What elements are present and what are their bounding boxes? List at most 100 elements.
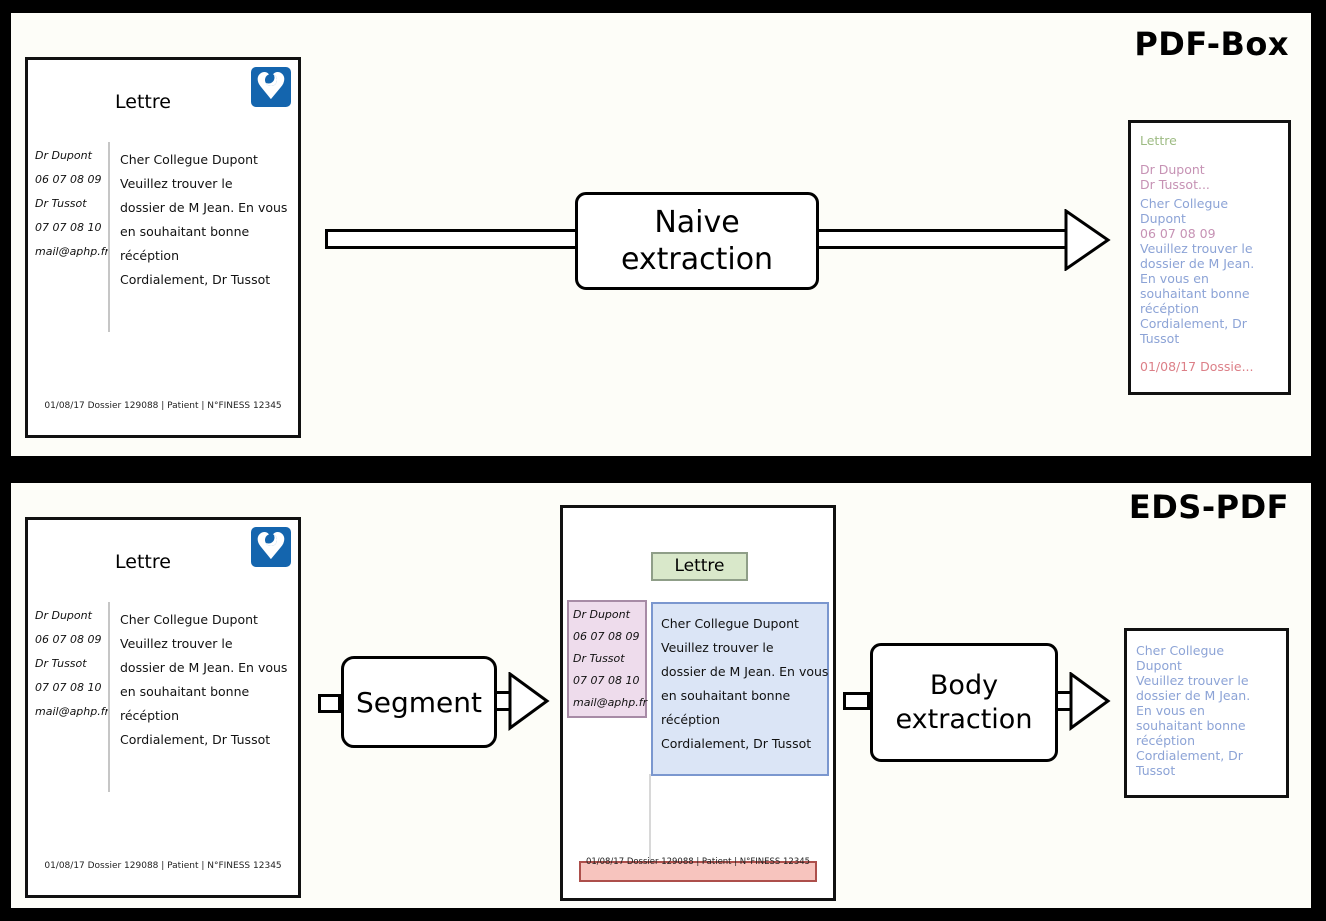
body-line: récéption: [120, 708, 179, 723]
body-line: en souhaitant bonne: [120, 684, 250, 699]
output-line-body: Dupont: [1136, 658, 1182, 673]
output-line-body: souhaitant bonne: [1136, 718, 1246, 733]
sidebar-line: 07 07 08 10: [35, 681, 102, 694]
heart-icon: ♥: [254, 67, 288, 107]
letter-title: Lettre: [674, 556, 725, 576]
letter-title: Lettre: [115, 551, 171, 573]
output-line-body: Cordialement, Dr: [1140, 316, 1247, 331]
output-line-body: Cher Collegue: [1140, 196, 1229, 211]
body-line: en souhaitant bonne: [120, 224, 250, 239]
output-line-body: Tussot: [1140, 331, 1180, 346]
letter-document: ♥ Lettre Dr Dupont 06 07 08 09 Dr Tussot…: [25, 517, 301, 898]
body-line: Veuillez trouver le: [120, 636, 233, 651]
sidebar-line: Dr Dupont: [35, 149, 92, 162]
body-extraction-output: Cher Collegue Dupont Veuillez trouver le…: [1124, 628, 1289, 798]
connector-stub: [843, 692, 870, 710]
output-line-body: souhaitant bonne: [1140, 286, 1250, 301]
body-line: Cordialement, Dr Tussot: [120, 732, 271, 747]
body-line: Cher Collegue Dupont: [661, 616, 799, 631]
sidebar-line: mail@aphp.fr: [573, 696, 648, 709]
body-line: récéption: [661, 712, 720, 727]
body-line: en souhaitant bonne: [661, 688, 791, 703]
sidebar-line: 07 07 08 10: [35, 221, 102, 234]
letter-footer: 01/08/17 Dossier 129088 | Patient | N°FI…: [44, 861, 282, 871]
body-line: Veuillez trouver le: [661, 640, 774, 655]
output-line-body: Cher Collegue: [1136, 643, 1225, 658]
process-body-extraction: Body extraction: [870, 643, 1058, 762]
naive-extraction-output: Lettre Dr Dupont Dr Tussot... Cher Colle…: [1128, 120, 1291, 395]
column-divider: [108, 142, 110, 332]
panel-title-eds-pdf: EDS-PDF: [1128, 488, 1289, 526]
body-line: récéption: [120, 248, 179, 263]
output-line-body: Veuillez trouver le: [1136, 673, 1249, 688]
process-label-line: extraction: [620, 242, 774, 277]
letter-document: ♥ Lettre Dr Dupont 06 07 08 09 Dr Tussot…: [25, 57, 301, 438]
sidebar-line: 06 07 08 09: [35, 173, 102, 186]
panel-title-pdf-box: PDF-Box: [1134, 25, 1289, 63]
segment-title-box: Lettre: [651, 552, 748, 581]
output-line-body: récéption: [1140, 301, 1199, 316]
sidebar-line: mail@aphp.fr: [35, 245, 110, 258]
output-line-body: Tussot: [1136, 763, 1176, 778]
output-line-footer: 01/08/17 Dossie...: [1140, 359, 1254, 374]
segmented-letter-document: Lettre Dr Dupont 06 07 08 09 Dr Tussot 0…: [560, 505, 836, 901]
sidebar-line: 06 07 08 09: [35, 633, 102, 646]
segment-body-box: Cher Collegue Dupont Veuillez trouver le…: [651, 602, 829, 776]
sidebar-line: Dr Tussot: [35, 657, 87, 670]
flow-arrow-icon: [1052, 672, 1111, 731]
segment-author-box: Dr Dupont 06 07 08 09 Dr Tussot 07 07 08…: [567, 600, 647, 718]
letter-footer: 01/08/17 Dossier 129088 | Patient | N°FI…: [44, 401, 282, 411]
letter-sidebar: Dr Dupont 06 07 08 09 Dr Tussot 07 07 08…: [35, 144, 111, 264]
segment-footer-box: [579, 861, 817, 882]
body-line: dossier de M Jean. En vous: [661, 664, 829, 679]
body-line: Cher Collegue Dupont: [120, 612, 258, 627]
body-line: dossier de M Jean. En vous: [120, 660, 288, 675]
sidebar-line: 06 07 08 09: [573, 630, 640, 643]
output-line-body: dossier de M Jean.: [1136, 688, 1251, 703]
process-label-line: Naive: [654, 204, 740, 240]
body-line: dossier de M Jean. En vous: [120, 200, 288, 215]
column-divider: [649, 774, 651, 860]
flow-arrow-icon: [494, 672, 550, 731]
process-label-line: Segment: [356, 685, 482, 719]
output-line-body: En vous en: [1140, 271, 1209, 286]
sidebar-line: Dr Dupont: [573, 608, 630, 621]
process-naive-extraction: Naive extraction: [575, 192, 819, 290]
body-line: Cordialement, Dr Tussot: [661, 736, 812, 751]
letter-footer: 01/08/17 Dossier 129088 | Patient | N°FI…: [585, 857, 811, 867]
letter-sidebar: Dr Dupont 06 07 08 09 Dr Tussot 07 07 08…: [35, 604, 111, 724]
connector-stub: [318, 694, 341, 713]
sidebar-line: Dr Dupont: [35, 609, 92, 622]
letter-body: Cher Collegue Dupont Veuillez trouver le…: [120, 608, 287, 752]
body-line: Cher Collegue Dupont: [120, 152, 258, 167]
sidebar-line: Dr Tussot: [573, 652, 625, 665]
letter-body: Cher Collegue Dupont Veuillez trouver le…: [120, 148, 287, 292]
process-segment: Segment: [341, 656, 497, 748]
heart-icon: ♥: [254, 527, 288, 567]
column-divider: [108, 602, 110, 792]
output-line-title: Lettre: [1140, 133, 1177, 148]
panel-eds-pdf: EDS-PDF ♥ Lettre Dr Dupont 06 07 08 09 D…: [8, 480, 1314, 911]
sidebar-line: mail@aphp.fr: [35, 705, 110, 718]
panel-pdf-box: PDF-Box ♥ Lettre Dr Dupont 06 07 08 09 D…: [8, 10, 1314, 459]
output-line-body: Veuillez trouver le: [1140, 241, 1253, 256]
sidebar-line: Dr Tussot: [35, 197, 87, 210]
aphp-heart-logo-icon: ♥: [251, 527, 291, 567]
output-line-author: 06 07 08 09: [1140, 226, 1216, 241]
sidebar-line: 07 07 08 10: [573, 674, 640, 687]
letter-title: Lettre: [115, 91, 171, 113]
output-line-author: Dr Tussot...: [1140, 177, 1210, 192]
body-line: Cordialement, Dr Tussot: [120, 272, 271, 287]
output-line-body: récéption: [1136, 733, 1195, 748]
output-line-body: Cordialement, Dr: [1136, 748, 1243, 763]
aphp-heart-logo-icon: ♥: [251, 67, 291, 107]
swirl-dot-icon: [265, 534, 277, 546]
output-line-body: Dupont: [1140, 211, 1186, 226]
output-line-author: Dr Dupont: [1140, 162, 1205, 177]
process-label-line: Body: [929, 669, 999, 701]
swirl-dot-icon: [265, 74, 277, 86]
process-label-line: extraction: [895, 703, 1033, 735]
output-line-body: En vous en: [1136, 703, 1205, 718]
body-line: Veuillez trouver le: [120, 176, 233, 191]
